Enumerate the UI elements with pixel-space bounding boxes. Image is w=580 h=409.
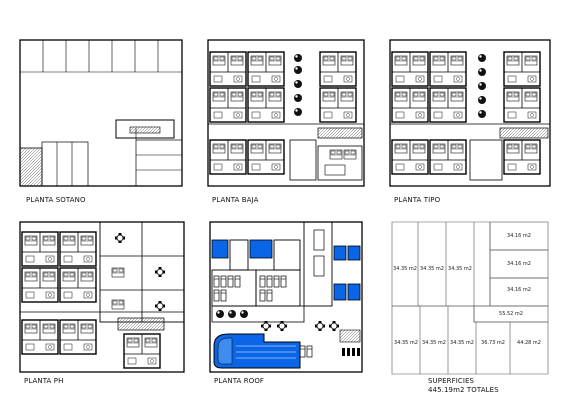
area-labels: 34.16 m2 34.16 m2 34.16 m2 34.35 m2 34.3… [393,233,541,346]
area-a2: 34.16 m2 [507,261,531,267]
area-b2: 34.35 m2 [420,266,444,272]
area-c: 55.52 m2 [499,311,523,317]
plan-ph [19,221,185,373]
label-planta-roof: PLANTA ROOF [214,377,265,385]
label-planta-baja: PLANTA BAJA [212,196,259,204]
plan-sotano [19,39,183,187]
area-b3: 34.35 m2 [448,266,472,272]
area-d2: 34.35 m2 [422,340,446,346]
plan-roof [209,221,363,373]
plan-tipo [389,39,551,187]
area-d5: 44.28 m2 [517,340,541,346]
label-planta-tipo: PLANTA TIPO [394,196,441,204]
area-d1: 34.35 m2 [394,340,418,346]
label-planta-sotano: PLANTA SOTANO [26,196,86,204]
label-superficies: SUPERFICIES [428,377,475,385]
area-a3: 34.16 m2 [507,287,531,293]
area-a1: 34.16 m2 [507,233,531,239]
area-d3: 34.35 m2 [450,340,474,346]
area-d4: 36.73 m2 [481,340,505,346]
plan-superficies [391,221,549,375]
plan-baja [207,39,365,187]
label-total-area: 445.19m2 TOTALES [428,386,499,394]
label-planta-ph: PLANTA PH [24,377,64,385]
area-b1: 34.35 m2 [393,266,417,272]
